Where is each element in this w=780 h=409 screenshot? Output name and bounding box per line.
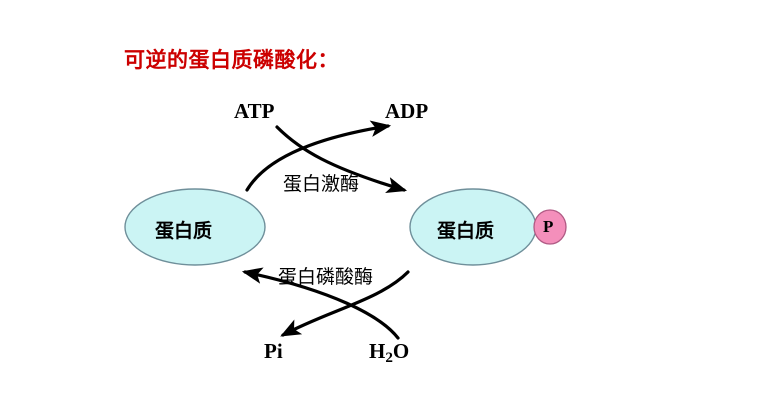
adp-label: ADP xyxy=(385,99,429,123)
phosphate-group-label: P xyxy=(543,217,554,236)
pi-release-arrow xyxy=(280,270,410,337)
phosphatase-label: 蛋白磷酸酶 xyxy=(278,267,374,288)
pi-label: Pi xyxy=(264,339,283,363)
water-element: H xyxy=(369,339,386,363)
kinase-arrow-group xyxy=(245,120,408,194)
protein-unphosphorylated-label: 蛋白质 xyxy=(155,221,213,242)
kinase-label: 蛋白激酶 xyxy=(283,174,360,195)
protein-unphosphorylated-ellipse[interactable] xyxy=(124,188,266,266)
water-consumption-arrow xyxy=(241,267,400,340)
water-subscript: 2 xyxy=(385,349,393,366)
water-label: H2O xyxy=(369,339,409,367)
page-title: 可逆的蛋白质磷酸化： xyxy=(124,49,339,72)
atp-label: ATP xyxy=(234,99,275,123)
protein-phosphorylated-label: 蛋白质 xyxy=(437,221,495,242)
phosphate-group-circle[interactable] xyxy=(533,209,567,245)
atp-consumption-arrow xyxy=(275,125,408,194)
water-oxygen: O xyxy=(392,339,410,363)
phosphatase-arrow-group xyxy=(241,267,410,340)
adp-release-arrow xyxy=(245,120,392,192)
